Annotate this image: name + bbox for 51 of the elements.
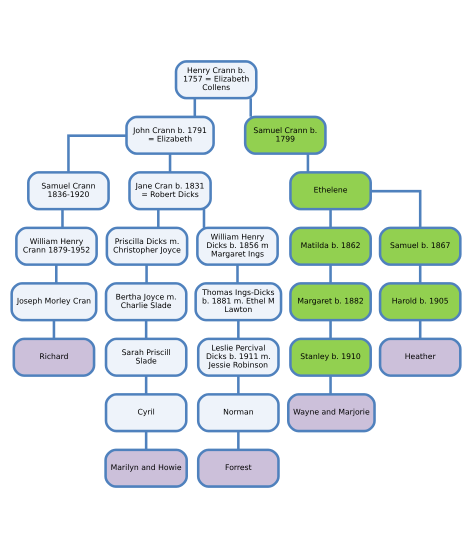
connector [249, 98, 252, 117]
node-box: Harold b. 1905 [378, 282, 462, 322]
node-box: Bertha Joyce m. Charlie Slade [104, 282, 188, 322]
connector [55, 264, 58, 284]
connector [237, 431, 240, 450]
connector [202, 209, 206, 228]
connector [144, 431, 148, 450]
node-box: Priscilla Dicks m. Christopher Joyce [106, 226, 188, 266]
node-box: Stanley b. 1910 [289, 338, 372, 377]
connector [144, 376, 148, 394]
connector [329, 209, 332, 228]
node-box: Cyril [104, 393, 188, 432]
connector [157, 209, 160, 228]
connector [306, 154, 310, 172]
node-box: Sarah Priscill Slade [104, 338, 188, 377]
node-box: William Henry Crann 1879-1952 [15, 226, 98, 266]
connector [194, 98, 196, 117]
node-box: Leslie Percival Dicks b. 1911 m. Jessie Robinson [196, 338, 280, 377]
connector [418, 320, 422, 339]
connector [370, 190, 422, 228]
node-box: Ethelene [289, 171, 372, 210]
node-box: Samuel Crann b. 1799 [244, 116, 327, 155]
connector [236, 264, 239, 284]
node-box: Marilyn and Howie [104, 448, 188, 488]
node-box: Richard [12, 338, 96, 377]
connector [418, 264, 422, 284]
node-box: John Crann b. 1791 = Elizabeth [125, 116, 215, 155]
connector [144, 320, 148, 339]
connector [168, 154, 172, 172]
connector [52, 320, 56, 339]
node-box: William Henry Dicks b. 1856 m Margaret Ings [196, 226, 279, 266]
node-box: Matilda b. 1862 [289, 226, 372, 266]
node-box: Samuel b. 1867 [378, 226, 462, 266]
node-box: Norman [196, 393, 280, 432]
node-box: Forrest [196, 448, 280, 488]
connector [237, 376, 240, 394]
node-box: Heather [378, 338, 462, 377]
node-box: Jane Cran b. 1831 = Robert Dicks [128, 171, 212, 210]
connector [329, 320, 332, 339]
node-box: Wayne and Marjorie [287, 393, 376, 432]
node-box: Henry Crann b. 1757 = Elizabeth Collens [174, 60, 258, 100]
connector [61, 209, 64, 228]
connector [67, 134, 126, 172]
connector [329, 376, 332, 394]
node-box: Joseph Morley Cran [10, 282, 98, 322]
node-box: Margaret b. 1882 [289, 282, 372, 322]
connector [237, 320, 240, 339]
node-box: Thomas Ings-Dicks b. 1881 m. Ethel M Lawton [194, 282, 282, 322]
node-box: Samuel Crann 1836-1920 [27, 171, 110, 210]
connector [145, 264, 148, 284]
connector [329, 264, 332, 284]
